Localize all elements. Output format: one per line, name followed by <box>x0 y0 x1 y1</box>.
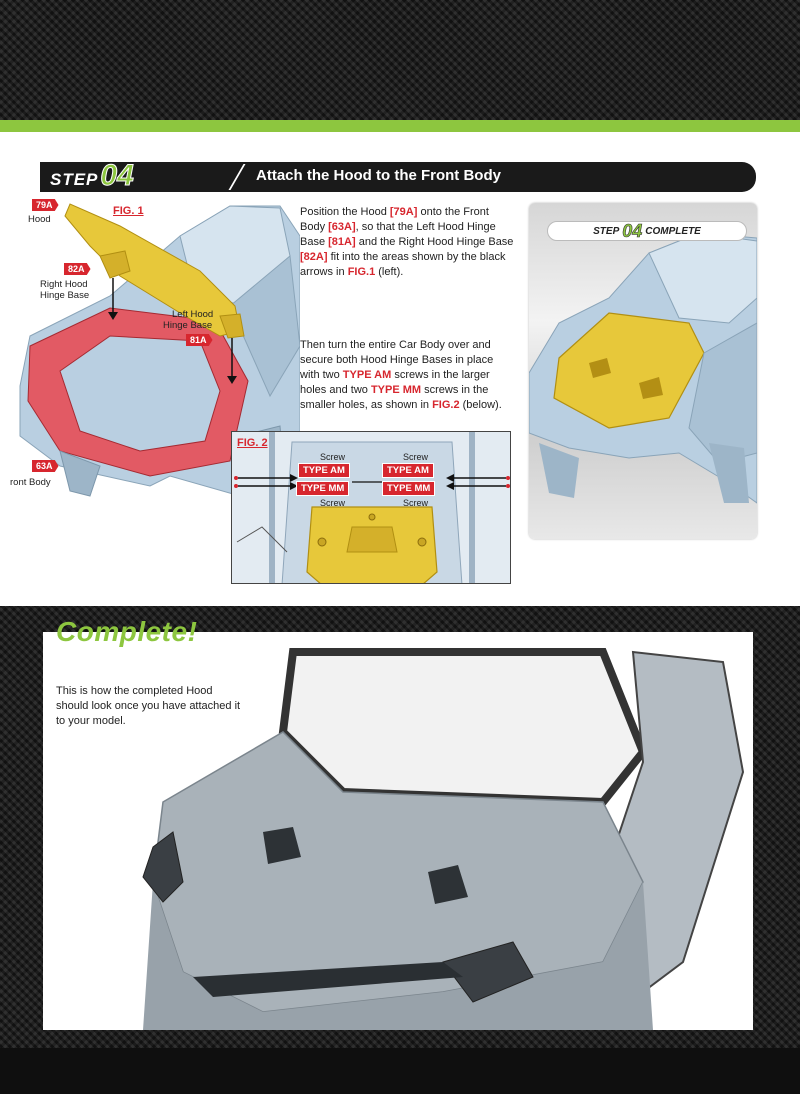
figure-2-label: FIG. 2 <box>237 437 268 449</box>
header-carbon-band <box>0 0 800 120</box>
header-accent-stripe <box>0 120 800 132</box>
instruction-paragraph-2: Then turn the entire Car Body over and s… <box>300 338 515 413</box>
footer-band <box>0 1048 800 1094</box>
part-tag-front-body: 63A <box>32 460 59 472</box>
instruction-text-run: onto the Front Body <box>300 206 489 233</box>
part-name-front-body: ront Body <box>10 477 51 488</box>
instruction-text-run: (below). <box>459 399 502 411</box>
figure-1: 79A Hood FIG. 1 82A Right Hood Hinge Bas… <box>0 196 300 506</box>
part-name-right-hinge-line2: Hinge Base <box>40 290 90 301</box>
complete-badge-number: 04 <box>622 221 643 241</box>
step-complete-badge: STEP 04 COMPLETE <box>547 221 747 241</box>
step-header: STEP 04 Attach the Hood to the Front Bod… <box>40 159 756 192</box>
instruction-text-run: screws in the larger holes and two <box>300 369 490 396</box>
part-name-hood: Hood <box>28 214 51 225</box>
part-name-left-hinge-line1: Left Hood <box>172 309 214 320</box>
screw-label-left-top: Screw <box>320 452 346 462</box>
completed-car-photo-illustration <box>43 632 753 1030</box>
step-word: STEP <box>50 170 99 189</box>
screw-label-right-top: Screw <box>403 452 429 462</box>
instruction-text-run: , so that the Left Hood Hinge Base <box>300 221 496 248</box>
screw-label-left-bottom: Screw <box>320 498 346 508</box>
instruction-text-run: fit into the areas shown by the black ar… <box>300 251 506 278</box>
figure-1-illustration <box>19 203 300 497</box>
instruction-text-run: (left). <box>375 266 404 278</box>
figure-2: FIG. 2 Screw Screw TYPE AM TYPE AM TYPE … <box>231 431 511 584</box>
step-number: 04 <box>100 159 134 192</box>
screw-type-am-left: TYPE AM <box>298 463 350 478</box>
screw-label-right-bottom: Screw <box>403 498 429 508</box>
part-name-right-hinge-line1: Right Hood <box>40 279 88 290</box>
instruction-highlight: [81A] <box>328 236 356 248</box>
complete-subtitle: The Hood is complete <box>56 650 223 667</box>
instruction-highlight: [79A] <box>389 206 418 218</box>
complete-body-text: This is how the completed Hood should lo… <box>56 685 241 727</box>
completed-hood-photo <box>43 632 753 1030</box>
screw-type-am-right: TYPE AM <box>382 463 434 478</box>
part-name-left-hinge-line2: Hinge Base <box>163 320 213 331</box>
instruction-highlight: TYPE AM <box>342 369 392 381</box>
figure-2-illustration <box>232 432 510 583</box>
part-tag-right-hinge: 82A <box>64 263 91 275</box>
step-badge: STEP 04 <box>50 159 134 192</box>
instruction-text-run: screws in the smaller holes, as shown in <box>300 384 489 411</box>
complete-badge-step-word: STEP <box>593 225 620 237</box>
complete-section: Complete! The Hood is complete This is h… <box>0 606 800 1094</box>
part-tag-left-hinge: 81A <box>186 334 213 346</box>
instruction-highlight: FIG.1 <box>347 266 376 278</box>
instruction-highlight: FIG.2 <box>432 399 460 411</box>
step-header-bar <box>40 162 756 192</box>
screw-type-mm-left: TYPE MM <box>296 481 350 496</box>
figure-1-label: FIG. 1 <box>113 205 144 217</box>
instruction-highlight: [82A] <box>300 251 328 263</box>
instruction-highlight: TYPE MM <box>370 384 422 396</box>
complete-heading: Complete! <box>56 616 198 647</box>
screw-type-mm-right: TYPE MM <box>382 481 436 496</box>
complete-badge-complete-word: COMPLETE <box>645 225 701 237</box>
instruction-text-run: Position the Hood <box>300 206 390 218</box>
instruction-text-run: Then turn the entire Car Body over and s… <box>300 339 494 381</box>
instruction-text-run: and the Right Hood Hinge Base <box>355 236 514 248</box>
completed-step-car-illustration <box>529 232 757 504</box>
step-complete-panel: STEP 04 COMPLETE <box>529 203 757 539</box>
step-title: Attach the Hood to the Front Body <box>256 167 501 184</box>
instruction-paragraph-1: Position the Hood [79A] onto the Front B… <box>300 205 515 280</box>
instruction-highlight: [63A] <box>328 221 356 233</box>
part-tag-hood: 79A <box>32 199 59 211</box>
